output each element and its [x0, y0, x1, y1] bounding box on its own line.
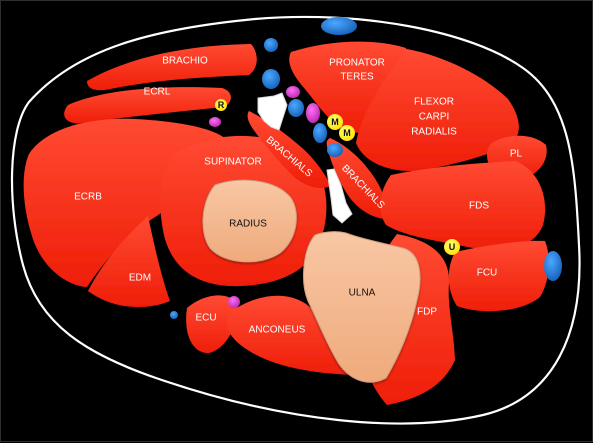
blue-vessel-icon [321, 17, 357, 35]
yellow-nerve-marker-icon [444, 239, 460, 255]
anconeus-muscle [226, 295, 353, 375]
blue-vessel-icon [288, 99, 304, 117]
flexor-carpi-radialis-muscle [356, 49, 519, 172]
label-ecu: ECU [195, 313, 216, 324]
blue-vessel-icon [327, 143, 343, 157]
pink-vessel-icon [228, 296, 240, 308]
brachials-right-muscle [326, 138, 389, 220]
label-radius: RADIUS [229, 219, 267, 230]
yellow-nerve-marker-icon [215, 99, 227, 111]
white-tendon-shape-icon [257, 92, 288, 131]
ecrl-muscle [64, 87, 231, 124]
label-ecrl: ECRL [144, 87, 171, 98]
blue-vessel-icon [262, 69, 280, 89]
fds-muscle [380, 161, 546, 251]
blue-vessel-icon [544, 251, 562, 281]
ulna-bone [303, 231, 421, 383]
label-fcr-line2: CARPI [419, 112, 450, 123]
label-supinator: SUPINATOR [204, 157, 261, 168]
marker-m2-text: M [343, 128, 351, 138]
yellow-nerve-marker-icon [339, 125, 355, 141]
brachio-muscle [87, 44, 257, 91]
fcu-muscle [448, 240, 549, 312]
pink-vessel-icon [209, 117, 221, 127]
label-pl: PL [510, 149, 523, 160]
blue-vessel-icon [170, 311, 178, 319]
label-fds: FDS [469, 201, 489, 212]
radius-bone [202, 179, 297, 263]
brachials-left-muscle [247, 111, 331, 188]
marker-u-text: U [449, 242, 456, 252]
label-anconeus: ANCONEUS [249, 325, 306, 336]
label-fdp: FDP [417, 307, 437, 318]
label-ecrb: ECRB [74, 192, 102, 203]
edm-muscle [88, 216, 170, 308]
pink-vessel-icon [286, 86, 300, 98]
blue-vessel-icon [313, 123, 327, 143]
pink-vessel-icon [306, 103, 320, 123]
marker-r-text: R [218, 100, 225, 110]
white-outline-icon [10, 15, 581, 425]
label-pronator-teres-line2: TERES [340, 72, 374, 83]
blue-vessel-icon [264, 38, 278, 52]
label-brachio: BRACHIO [162, 56, 208, 67]
label-fcr-line1: FLEXOR [414, 97, 454, 108]
label-pronator-teres-line1: PRONATOR [329, 58, 385, 69]
label-ulna: ULNA [349, 288, 376, 299]
marker-m1-text: M [331, 117, 339, 127]
label-fcu: FCU [477, 268, 498, 279]
yellow-nerve-marker-icon [327, 114, 343, 130]
label-edm: EDM [129, 273, 151, 284]
label-fcr-line3: RADIALIS [411, 127, 457, 138]
ecu-muscle [186, 295, 238, 354]
white-tendon-shape-icon [326, 168, 353, 224]
